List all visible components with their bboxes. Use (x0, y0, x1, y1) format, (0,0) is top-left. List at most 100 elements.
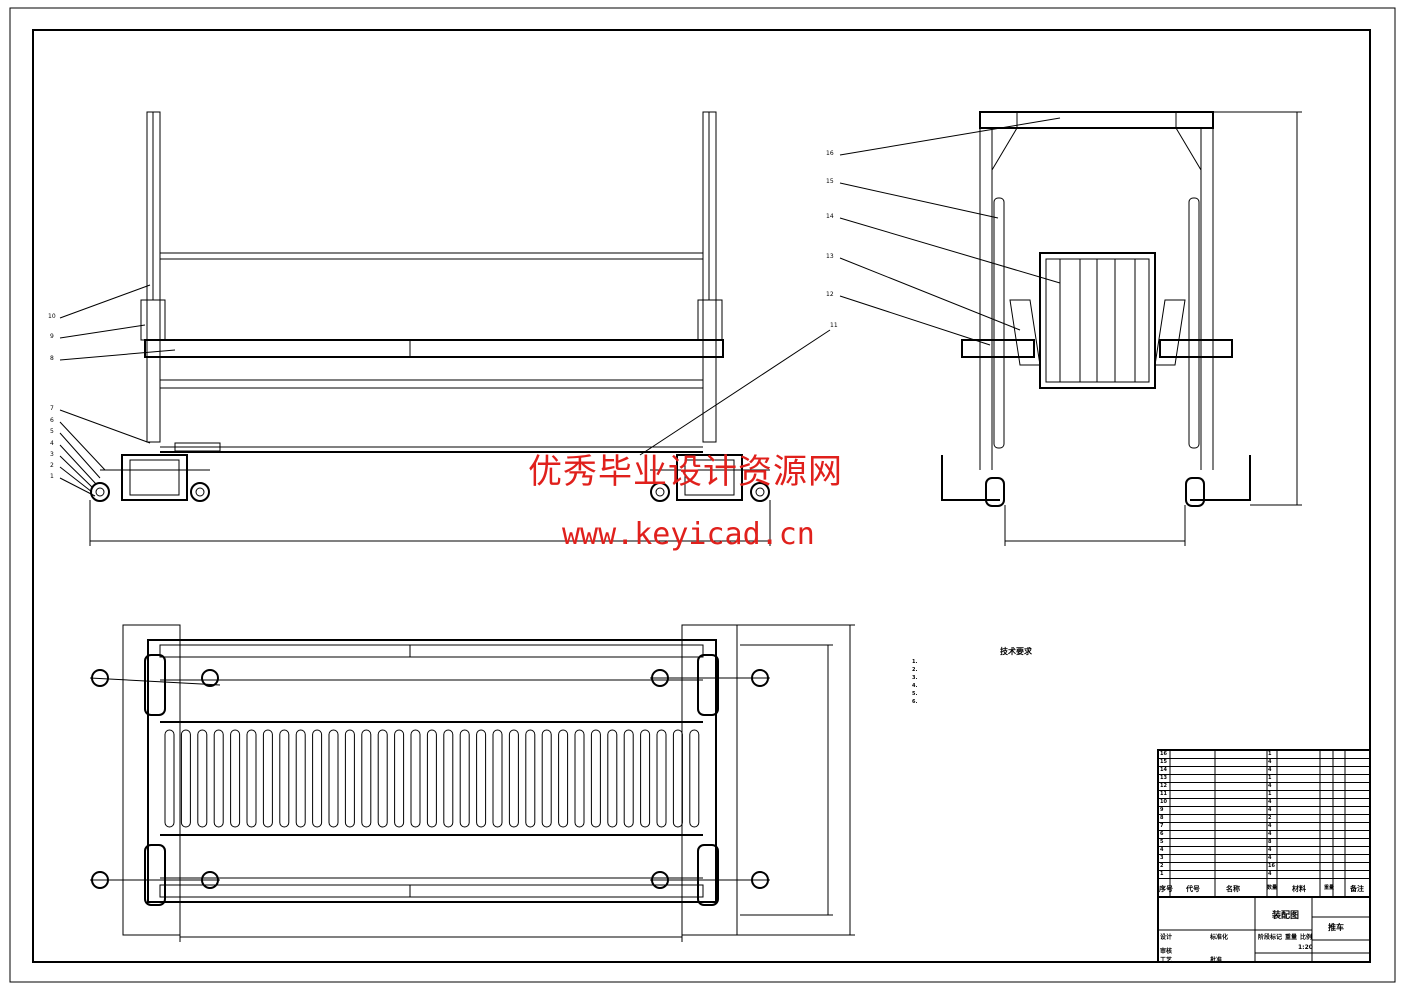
slat-slot (426, 729, 437, 828)
slat-slot (640, 729, 651, 828)
part-label: 15 (826, 178, 834, 185)
requirement-line: 3. (912, 675, 918, 681)
part-no: 1 (1160, 871, 1164, 877)
parts-row: 15 4 (1158, 758, 1370, 767)
part-label: 4 (50, 440, 54, 447)
slat-slot (508, 729, 519, 828)
parts-header: 序号 代号 名称 数量 材料 重量 备注 (1158, 880, 1370, 897)
slat-slot (410, 729, 421, 828)
part-label: 1 (50, 473, 54, 480)
slat-slots (164, 729, 700, 828)
part-qty: 4 (1268, 799, 1272, 805)
slat-slot (623, 729, 634, 828)
slat-slot (672, 729, 683, 828)
part-qty: 2 (1268, 815, 1272, 821)
label-standard: 标准化 (1210, 934, 1229, 941)
slat-slot (328, 729, 339, 828)
parts-row: 12 4 (1158, 782, 1370, 791)
label-weight: 重量 (1285, 934, 1298, 941)
part-label: 16 (826, 150, 834, 157)
requirement-line: 5. (912, 691, 918, 697)
part-no: 11 (1160, 791, 1167, 797)
label-review: 审核 (1160, 948, 1173, 955)
part-qty: 4 (1268, 807, 1272, 813)
part-no: 4 (1160, 847, 1164, 853)
slat-slot (246, 729, 257, 828)
part-no: 3 (1160, 855, 1164, 861)
slat-slot (295, 729, 306, 828)
slat-slot (312, 729, 323, 828)
part-no: 14 (1160, 767, 1167, 773)
part-label: 5 (50, 428, 54, 435)
label-ratio: 比例 (1300, 934, 1313, 941)
requirements-title: 技术要求 (1000, 647, 1032, 656)
part-label: 7 (50, 405, 54, 412)
requirement-line: 2. (912, 667, 918, 673)
scale-value: 1:20 (1298, 944, 1313, 951)
label-process: 工艺 (1160, 957, 1173, 964)
slat-slot (607, 729, 618, 828)
part-no: 15 (1160, 759, 1167, 765)
header-material: 材料 (1292, 885, 1306, 893)
side-view (839, 111, 1302, 546)
outer-border (9, 7, 1396, 983)
drawing-type: 装配图 (1272, 911, 1300, 921)
part-no: 5 (1160, 839, 1164, 845)
part-label: 6 (50, 417, 54, 424)
slat-slot (525, 729, 536, 828)
part-no: 8 (1160, 815, 1164, 821)
part-qty: 4 (1268, 831, 1272, 837)
slat-slot (394, 729, 405, 828)
part-no: 13 (1160, 775, 1167, 781)
technical-requirements: 技术要求 1. 2. 3. 4. 5. 6. (912, 648, 1132, 706)
header-qty: 数量 (1267, 885, 1278, 891)
slat-slot (476, 729, 487, 828)
part-qty: 4 (1268, 759, 1272, 765)
slat-slot (197, 729, 208, 828)
part-label: 11 (830, 322, 838, 329)
part-qty: 4 (1268, 767, 1272, 773)
requirement-line: 6. (912, 699, 918, 705)
part-qty: 1 (1268, 791, 1272, 797)
drawing-title: 推车 (1328, 923, 1344, 932)
part-label: 10 (48, 313, 56, 320)
drawing-frame (32, 29, 1371, 963)
part-no: 12 (1160, 783, 1167, 789)
slat-slot (180, 729, 191, 828)
slat-slot (492, 729, 503, 828)
slat-slot (344, 729, 355, 828)
slat-slot (558, 729, 569, 828)
header-code: 代号 (1186, 885, 1200, 893)
slat-slot (164, 729, 175, 828)
slat-slot (541, 729, 552, 828)
watermark-url[interactable]: www.keyicad.cn (562, 517, 815, 552)
part-no: 2 (1160, 863, 1164, 869)
slat-slot (377, 729, 388, 828)
part-qty: 4 (1268, 855, 1272, 861)
parts-row: 14 4 (1158, 766, 1370, 775)
part-qty: 4 (1268, 783, 1272, 789)
part-label: 9 (50, 333, 54, 340)
title-block (1157, 749, 1371, 963)
slat-slot (361, 729, 372, 828)
top-view (89, 624, 855, 942)
part-qty: 4 (1268, 823, 1272, 829)
slat-slot (689, 729, 700, 828)
slat-slot (656, 729, 667, 828)
part-no: 6 (1160, 831, 1164, 837)
slat-slot (590, 729, 601, 828)
slat-slot (230, 729, 241, 828)
slat-slot (262, 729, 273, 828)
front-view (59, 111, 831, 546)
